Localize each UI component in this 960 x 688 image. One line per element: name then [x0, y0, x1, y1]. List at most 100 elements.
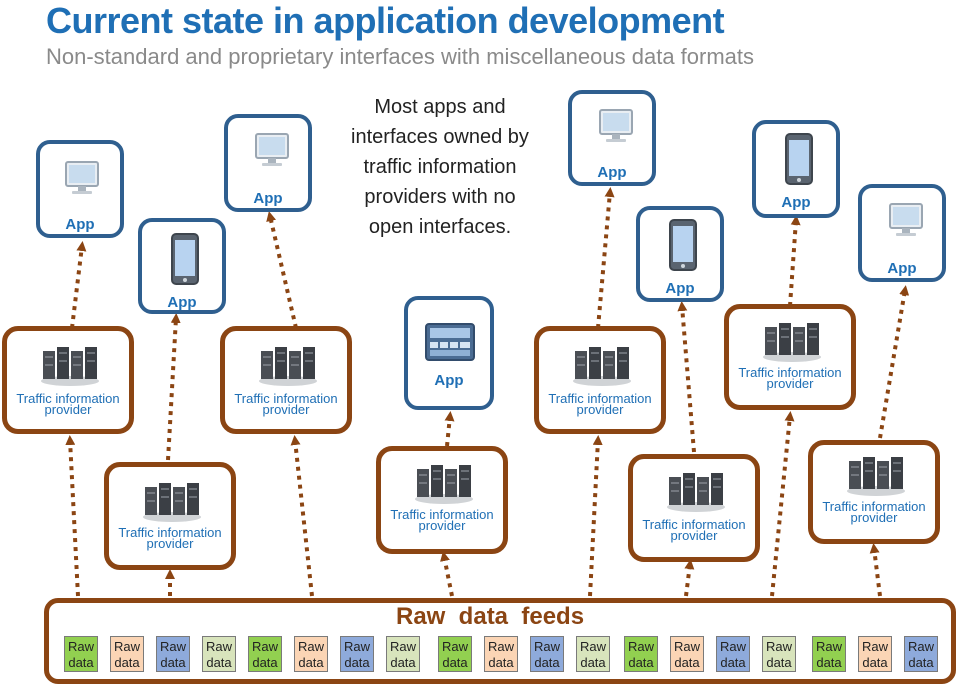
device-panel-icon — [425, 323, 475, 361]
app-label: App — [253, 190, 283, 207]
arrow — [166, 313, 181, 461]
arrow — [65, 435, 80, 597]
app-label: App — [665, 280, 695, 297]
raw-data-label-line1: Raw — [389, 639, 416, 654]
monitor-icon — [65, 161, 99, 194]
raw-data-label-line2: data — [628, 655, 654, 670]
server-rack-icon — [763, 323, 821, 362]
arrow — [444, 411, 455, 447]
app-box: App — [224, 114, 312, 212]
server-rack-icon — [667, 473, 725, 512]
raw-data-label-line2: data — [862, 655, 888, 670]
raw-data-label-line1: Raw — [861, 639, 888, 654]
raw-data-label-line2: data — [816, 655, 842, 670]
raw-data-label-line1: Raw — [297, 639, 324, 654]
raw-data-label-line2: data — [534, 655, 560, 670]
arrow — [70, 241, 87, 329]
raw-data-label-line2: data — [442, 655, 468, 670]
raw-data-label-line2: data — [114, 655, 140, 670]
arrow — [440, 551, 454, 597]
raw-data-label-line2: data — [488, 655, 514, 670]
raw-data-label-line1: Raw — [765, 639, 792, 654]
monitor-icon — [599, 109, 633, 142]
phone-icon — [669, 219, 697, 271]
raw-data-label-line1: Raw — [441, 639, 468, 654]
raw-data-label-line1: Raw — [673, 639, 700, 654]
provider-box: Traffic information provider — [104, 462, 236, 570]
arrow — [290, 435, 314, 597]
raw-data-feeds-title: Raw data feeds — [396, 603, 585, 630]
app-box: App — [404, 296, 494, 410]
raw-data-label-line1: Raw — [113, 639, 140, 654]
raw-data-label-line2: data — [390, 655, 416, 670]
arrow — [788, 215, 801, 307]
raw-data-label-line1: Raw — [67, 639, 94, 654]
provider-label: Traffic information provider — [390, 507, 494, 533]
phone-icon — [785, 133, 813, 185]
raw-data-label-line1: Raw — [815, 639, 842, 654]
raw-data-label-line2: data — [298, 655, 324, 670]
app-label: App — [887, 260, 917, 277]
arrow — [684, 559, 695, 597]
raw-data-label-line1: Raw — [627, 639, 654, 654]
raw-data-label-line2: data — [344, 655, 370, 670]
arrow — [878, 285, 910, 439]
app-label: App — [781, 194, 811, 211]
raw-data-label-line1: Raw — [205, 639, 232, 654]
app-box: App — [138, 218, 226, 314]
server-rack-icon — [415, 465, 473, 504]
arrow — [596, 187, 615, 329]
raw-data-label-line1: Raw — [719, 639, 746, 654]
provider-box: Traffic information provider — [808, 440, 940, 544]
server-rack-icon — [259, 347, 317, 386]
provider-box: Traffic information provider — [2, 326, 134, 434]
raw-data-label-line2: data — [68, 655, 94, 670]
server-rack-icon — [41, 347, 99, 386]
provider-label: Traffic information provider — [16, 391, 120, 417]
provider-label: Traffic information provider — [548, 391, 652, 417]
provider-label: Traffic information provider — [118, 525, 222, 551]
arrow — [266, 211, 298, 329]
provider-box: Traffic information provider — [220, 326, 352, 434]
provider-box: Traffic information provider — [534, 326, 666, 434]
provider-label: Traffic information provider — [234, 391, 338, 417]
raw-data-label-line1: Raw — [487, 639, 514, 654]
raw-data-label-line1: Raw — [343, 639, 370, 654]
provider-label: Traffic information provider — [738, 365, 842, 391]
arrow — [770, 411, 795, 597]
provider-box: Traffic information provider — [628, 454, 760, 562]
server-rack-icon — [847, 457, 905, 496]
raw-data-label-line2: data — [206, 655, 232, 670]
arrow — [677, 301, 696, 453]
raw-data-label-line2: data — [580, 655, 606, 670]
monitor-icon — [255, 133, 289, 166]
app-label: App — [434, 372, 464, 389]
raw-data-label-line1: Raw — [251, 639, 278, 654]
raw-data-label-line2: data — [908, 655, 934, 670]
monitor-icon — [889, 203, 923, 236]
provider-label: Traffic information provider — [822, 499, 926, 525]
page-subtitle: Non-standard and proprietary interfaces … — [46, 44, 755, 69]
page-title: Current state in application development — [46, 0, 725, 41]
app-box: App — [858, 184, 946, 282]
raw-data-label-line1: Raw — [159, 639, 186, 654]
app-box: App — [636, 206, 724, 302]
